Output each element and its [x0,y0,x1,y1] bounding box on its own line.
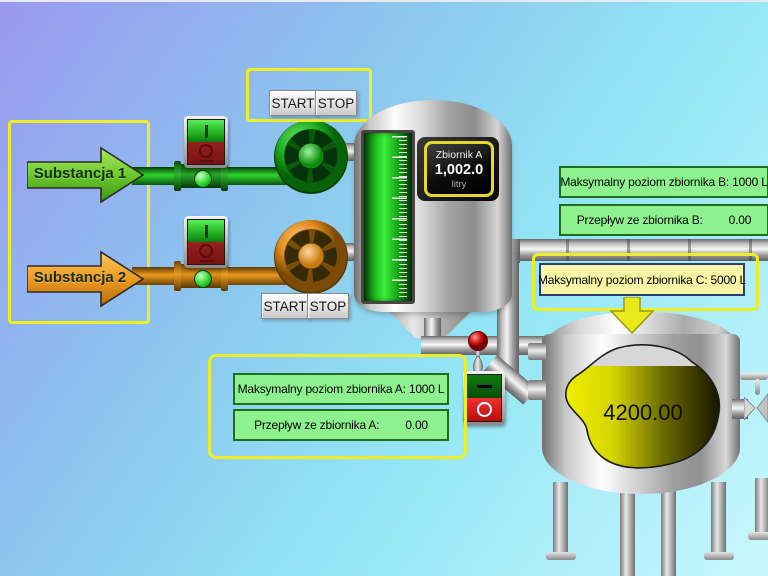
tank-c-foot [546,552,576,560]
pump2-start-button[interactable]: START [261,293,309,319]
substance1-label: Substancja 1 [33,165,127,182]
manual-valve-body[interactable] [744,393,768,423]
valve2-flange-right [221,261,228,291]
substance2-label: Substancja 2 [33,269,127,286]
flow-b-value: 0.00 [728,213,752,227]
drain-switch-off-half[interactable] [467,398,501,421]
max-level-c-box: Maksymalny poziom zbiornika C: 5000 L [538,263,746,296]
tank-c-leg [620,490,635,576]
valve2-flange-left [174,261,181,291]
valve1-flange-left [174,161,181,191]
pump1-stop-button[interactable]: STOP [315,90,357,116]
drain-switch[interactable] [463,371,505,425]
tank-c-leg [661,490,676,576]
switch-off-icon [199,143,213,158]
flow-a-value: 0.00 [405,418,428,432]
switch-on-icon [204,124,208,138]
tank-a-unit: litry [451,178,467,190]
flow-b-label: Przepływ ze zbiornika B: [576,213,703,227]
pump1-controls-highlight-box [246,68,372,122]
pump2-stop-button[interactable]: STOP [307,293,349,319]
pump2-icon [274,220,348,294]
max-level-b-box: Maksymalny poziom zbiornika B: 1000 L [559,166,768,198]
tank-c-level-value: 4200.00 [603,400,683,425]
tank-c-foot [704,552,734,560]
valve1-flange-right [221,161,228,191]
pump1-icon [274,120,348,194]
switch-off-underline [199,259,213,263]
tank-a-info-highlight-box [208,354,467,459]
flow-a-box: Przepływ ze zbiornika A: 0.00 [233,409,449,441]
switch-on-icon [204,224,208,238]
substance2-switch[interactable] [184,216,228,268]
tank-c-leg [553,482,568,554]
substance1-arrow-icon [27,146,145,204]
tank-c-leg [755,478,768,534]
valve1-ball-indicator[interactable] [194,170,212,188]
switch1-off-half[interactable] [188,142,224,164]
gauge-major-ticks [392,136,407,298]
switch-off-underline [199,159,213,163]
switch1-on-half[interactable] [188,120,224,142]
tank-c-leg [711,482,726,554]
pump1-start-button[interactable]: START [269,90,317,116]
flow-a-label: Przepływ ze zbiornika A: [254,418,380,432]
substance2-arrow-icon [27,250,145,308]
max-level-c-highlight-box [532,253,759,311]
tank-c-inlet-nub-upper [528,343,546,360]
tank-a-level-gauge [361,130,415,304]
manual-valve-handle[interactable] [740,373,768,380]
tank-c-level-blob [565,344,721,469]
substance1-switch[interactable] [184,116,228,168]
tank-a-name: Zbiornik A [435,148,483,161]
switch-off-icon [199,243,213,258]
tank-a-display: Zbiornik A 1,002.0 litry [424,141,494,197]
valve2-ball-indicator[interactable] [194,270,212,288]
substances-group-box [8,120,150,324]
switch-on-icon [476,385,492,388]
tank-a-level-value: 1,002.0 [434,161,484,178]
manual-valve-stem [755,379,760,395]
max-level-a-box: Maksymalny poziom zbiornika A: 1000 L [233,373,449,405]
drain-switch-on-half[interactable] [467,375,501,398]
callout-down-arrow-icon [610,297,654,334]
switch2-off-half[interactable] [188,242,224,264]
tank-c-inlet-nub-lower [528,380,546,400]
switch-off-icon [476,402,492,417]
switch2-on-half[interactable] [188,220,224,242]
flow-b-box: Przepływ ze zbiornika B: 0.00 [559,204,768,236]
tank-c-foot [748,532,768,540]
